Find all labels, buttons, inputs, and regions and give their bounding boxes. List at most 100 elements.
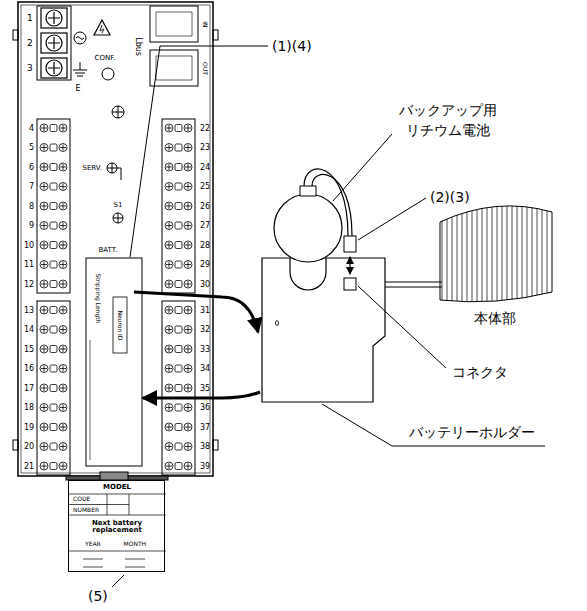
terminal-screw [165,124,192,132]
switch-label: S1 [114,201,123,209]
terminal-number: 1 [27,13,33,23]
tag-note: Next battery replacement [75,520,159,535]
port-label: OUT [200,62,207,75]
terminal-screw [165,280,192,288]
terminal-number: 31 [200,306,210,315]
terminal-number: 16 [24,364,34,373]
terminal-number: 33 [200,345,210,354]
terminal-screw [40,261,67,269]
terminal-block [162,119,195,293]
terminal-number: 28 [200,241,210,250]
terminal-screw [40,404,67,412]
tag-heading: MODEL [103,484,131,492]
connect-arrow [349,257,350,274]
terminal-screw [165,462,192,470]
terminal-number: 6 [29,163,34,172]
part-name: コネクタ [452,364,508,380]
terminal-number: 34 [200,364,210,373]
terminal-screw [165,241,192,249]
terminal-screw [40,306,67,314]
terminal-screw [40,222,67,230]
terminal-number: 14 [24,325,34,334]
tag-field: YEAR [85,541,101,548]
terminal-screw [165,183,192,191]
terminal-number: 32 [200,325,210,334]
terminal-number: 29 [200,260,210,269]
terminal-number: 3 [27,63,33,73]
part-name: バッテリーホルダー [409,424,535,440]
terminal-screw [40,163,67,171]
terminal-number: 39 [200,462,210,471]
terminal-number: 25 [200,182,210,191]
nameplate-tag: MODELCODENUMBERNext battery replacementY… [68,480,165,572]
terminal-screw [165,384,192,392]
tag-field: MONTH [124,541,147,548]
terminal-number: 12 [24,280,34,289]
power-screw [41,33,67,53]
terminal-screw [40,202,67,210]
terminal-screw [40,280,67,288]
terminal-block [37,301,70,475]
terminal-number: 36 [200,403,210,412]
terminal-number: 24 [200,163,210,172]
terminal-screw [165,144,192,152]
terminal-screw [40,241,67,249]
power-screw [41,58,67,78]
bus-label: Lbus [133,37,142,56]
panel-note: Neuron ID [117,310,124,340]
terminal-screw [165,345,192,353]
terminal-number: 4 [29,124,34,133]
battery-label: BATT. [99,246,118,254]
terminal-number: 23 [200,143,210,152]
panel-note: Stripping Length [94,273,101,323]
terminal-screw [40,144,67,152]
terminal-block [162,301,195,475]
battery-holder [262,258,385,402]
tag-field: CODE [73,496,90,503]
terminal-screw [40,462,67,470]
callout-number: (1)(4) [272,38,312,54]
terminal-screw [165,423,192,431]
terminal-screw [165,365,192,373]
terminal-number: 5 [29,143,34,152]
terminal-number: 18 [24,403,34,412]
terminal-number: 7 [29,182,34,191]
terminal-screw [165,404,192,412]
panel-symbols [73,20,124,223]
terminal-screw [40,365,67,373]
terminal-number: 19 [24,423,34,432]
terminal-number: 11 [24,260,34,269]
holder-mark [275,321,278,326]
terminal-number: 9 [29,221,34,230]
terminal-number: 37 [200,423,210,432]
terminal-screw [40,124,67,132]
power-terminal [37,6,71,80]
terminal-screw [40,345,67,353]
terminal-screw [165,163,192,171]
terminal-screw [40,384,67,392]
port-label: IN [201,21,208,27]
terminal-screw [40,423,67,431]
terminal-number: 26 [200,202,210,211]
terminal-number: 27 [200,221,210,230]
callout-number: (2)(3) [430,189,470,205]
terminal-number: 21 [24,462,34,471]
terminal-screw [165,261,192,269]
terminal-screw [40,326,67,334]
battery-compartment [86,258,142,466]
body-part [440,190,552,310]
terminal-number: 38 [200,442,210,451]
removal-arrow [134,292,258,332]
lithium-battery [274,169,356,262]
terminal-screw [165,222,192,230]
terminal-number: 35 [200,384,210,393]
terminal-screw [165,443,192,451]
terminal-number: 10 [24,241,34,250]
switch-label: CONF. [95,54,116,62]
ground-label: E [76,84,81,93]
terminal-number: 20 [24,442,34,451]
terminal-number: 22 [200,124,210,133]
controller-housing [13,2,218,480]
leader-line [112,46,545,587]
insert-arrow [143,392,260,398]
